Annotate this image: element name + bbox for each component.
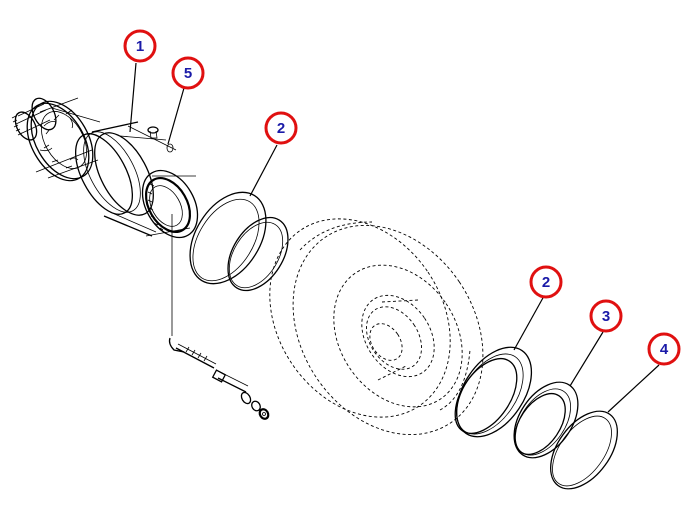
- tire-phantom: [269, 218, 484, 436]
- wheel-motor-assembly: [11, 97, 199, 239]
- bolt-kit: [168, 337, 270, 420]
- callout-5-label: 5: [184, 65, 192, 82]
- callout-3: 3: [589, 299, 623, 333]
- ring-pair-left: [189, 191, 289, 292]
- grease-nipple: [147, 126, 174, 153]
- leader-5: [167, 87, 185, 145]
- callout-4-label: 4: [660, 341, 669, 358]
- callout-2-top: 2: [264, 111, 298, 145]
- callout-1: 1: [123, 29, 157, 63]
- bead-ring-right: [454, 346, 533, 438]
- leader-2-right: [513, 295, 545, 351]
- callout-4: 4: [647, 332, 681, 366]
- callout-1-label: 1: [136, 38, 144, 55]
- leader-2-top: [249, 144, 278, 197]
- leader-4: [607, 364, 660, 413]
- callout-3-label: 3: [602, 308, 610, 325]
- leader-lines: [129, 62, 660, 413]
- hub-flange: [26, 97, 101, 182]
- callout-5: 5: [171, 56, 205, 90]
- o-ring: [550, 410, 618, 490]
- lock-ring: [513, 381, 579, 459]
- callout-2-right: 2: [529, 265, 563, 299]
- callout-2-right-label: 2: [542, 274, 550, 291]
- callout-2-top-label: 2: [277, 120, 285, 137]
- leader-1: [129, 62, 137, 133]
- leader-3: [569, 331, 604, 387]
- drum-housing: [74, 120, 199, 239]
- fitting-hardware: [147, 126, 270, 420]
